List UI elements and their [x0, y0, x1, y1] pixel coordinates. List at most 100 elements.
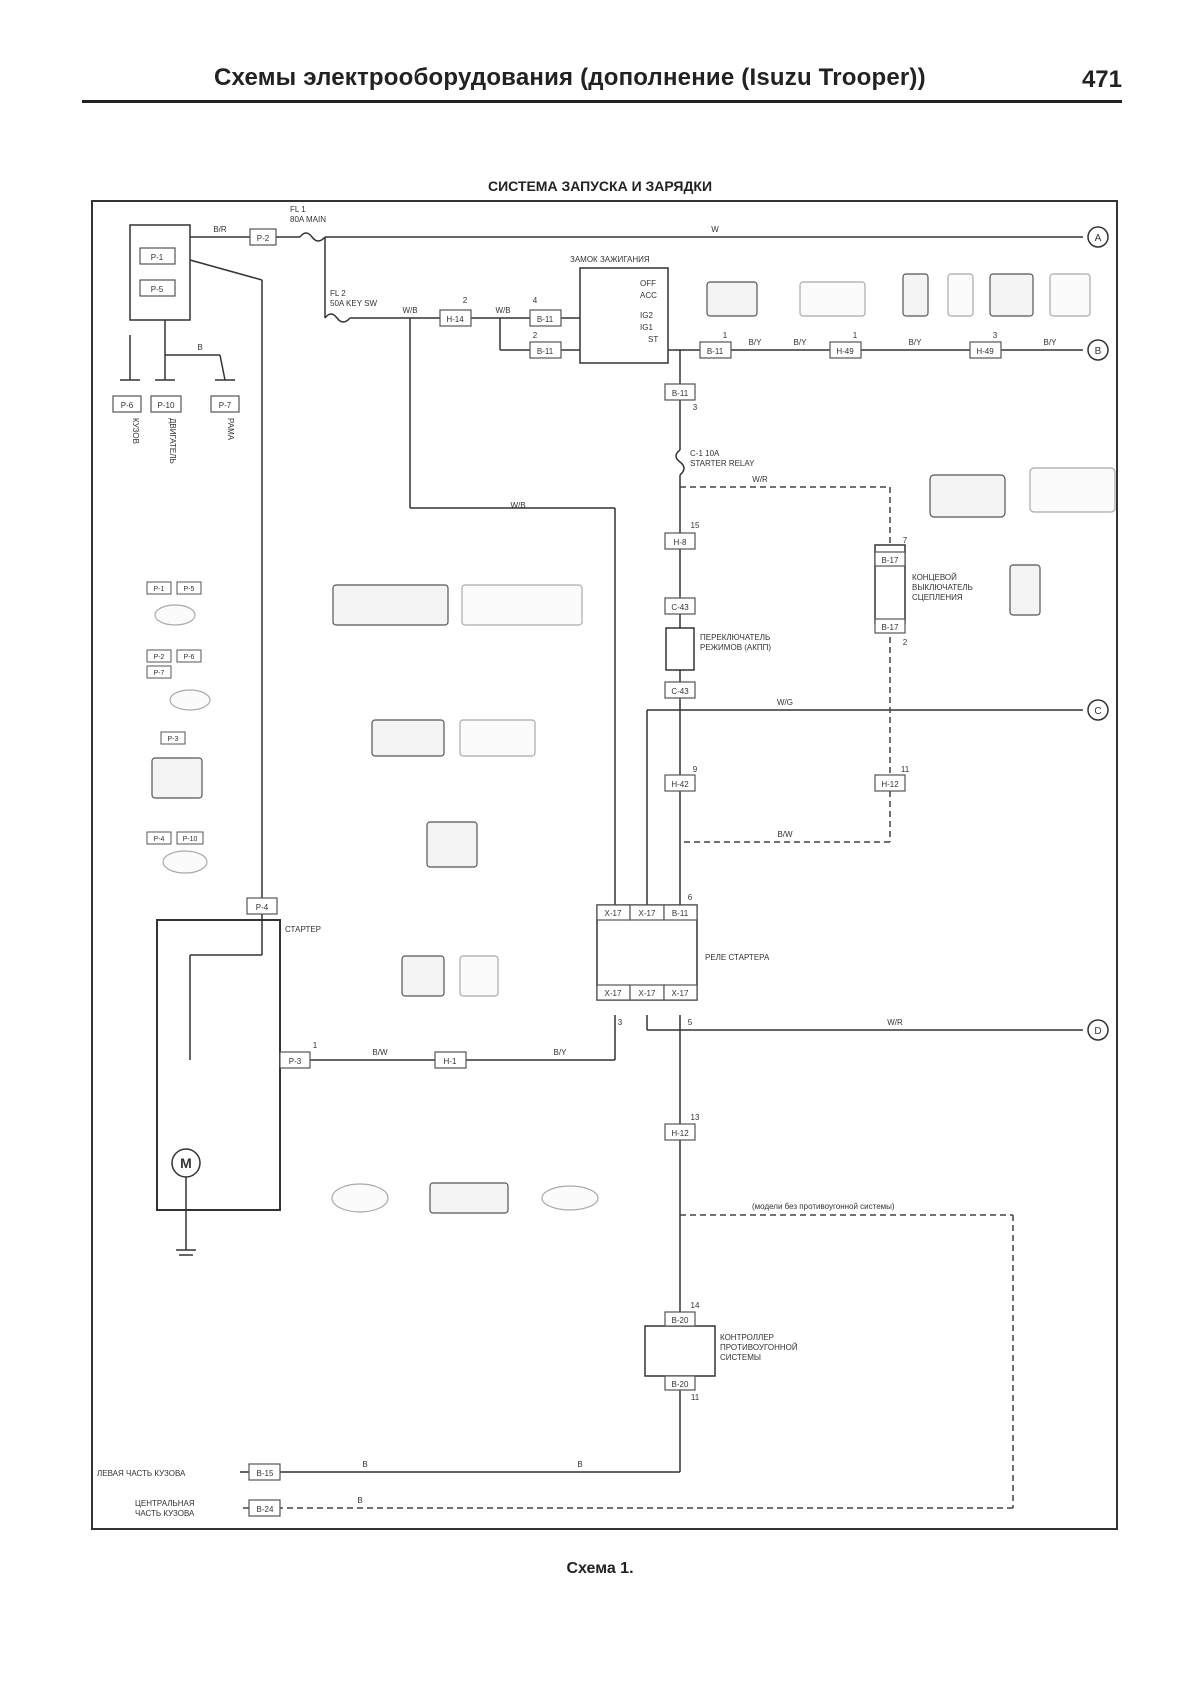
pin-num: 13	[691, 1113, 700, 1122]
pin-num: 6	[688, 893, 693, 902]
clutch-label-1: КОНЦЕВОЙ	[912, 573, 957, 582]
wire-wr-2: W/R	[887, 1018, 903, 1027]
mode-switch-label-2: РЕЖИМОВ (АКПП)	[700, 643, 771, 652]
conn-b17-a: B-17	[882, 556, 899, 565]
wire-wb-1: W/B	[402, 306, 417, 315]
pin-num: 11	[901, 765, 910, 774]
conn-b11-c: B-11	[707, 347, 724, 356]
conn-b15: B-15	[257, 1469, 274, 1478]
clutch-label-2: ВЫКЛЮЧАТЕЛЬ	[912, 583, 973, 592]
wire-by-4: B/Y	[1044, 338, 1058, 347]
pictogram-b11-small	[426, 821, 478, 868]
pin-num: 3	[618, 1018, 623, 1027]
pin-num: 1	[853, 331, 858, 340]
conn-x17-b: X-17	[639, 909, 656, 918]
fl2-label-1: FL 2	[330, 289, 346, 298]
no-immobilizer-label: (модели без противоугонной системы)	[752, 1202, 895, 1211]
terminal-b-label: B	[1095, 346, 1102, 357]
legend-p10: P-10	[183, 836, 198, 843]
conn-h49-b: H-49	[976, 347, 994, 356]
mode-switch	[665, 627, 695, 671]
pin-num: 2	[533, 331, 538, 340]
c1-label-1: C-1 10A	[690, 449, 720, 458]
terminal-d	[1087, 1019, 1109, 1041]
pin-num: 5	[688, 1018, 693, 1027]
conn-p1: P-1	[151, 253, 164, 262]
conn-p3: P-3	[289, 1057, 302, 1066]
legend-p2: P-2	[154, 654, 165, 661]
battery-block	[129, 224, 191, 321]
conn-b24: B-24	[257, 1505, 274, 1514]
motor-label: M	[180, 1155, 192, 1171]
pin-num: 14	[691, 1301, 700, 1310]
pin-num: 9	[693, 765, 698, 774]
figure-caption: Схема 1.	[566, 1560, 634, 1577]
pin-num: 1	[723, 331, 728, 340]
ground-engine-label: ДВИГАТЕЛЬ	[168, 418, 177, 464]
conn-p2: P-2	[257, 234, 270, 243]
immobilizer-label-1: КОНТРОЛЛЕР	[720, 1333, 774, 1342]
pin-num: 11	[691, 1393, 700, 1402]
sw-st: ST	[648, 335, 658, 344]
conn-h12-b: H-12	[671, 1129, 689, 1138]
sw-ig1: IG1	[640, 323, 653, 332]
pictogram-b39	[541, 1185, 599, 1211]
legend-p4: P-4	[154, 836, 165, 843]
conn-b11-a: B-11	[537, 315, 554, 324]
center-body-label-2: ЧАСТЬ КУЗОВА	[135, 1509, 195, 1518]
legend-p5: P-5	[184, 586, 195, 593]
wire-bw-1: B/W	[777, 830, 793, 839]
pin-num: 15	[691, 521, 700, 530]
wire-by-3: B/Y	[909, 338, 923, 347]
legend-p7: P-7	[154, 670, 165, 677]
conn-h42: H-42	[671, 780, 689, 789]
legend-p1: P-1	[154, 586, 165, 593]
immobilizer-label-2: ПРОТИВОУГОННОЙ	[720, 1343, 798, 1352]
wire-wg: W/G	[777, 698, 793, 707]
pictogram-b20	[429, 1182, 509, 1214]
starter-block	[156, 919, 281, 1211]
pin-num: 3	[693, 403, 698, 412]
pin-num: 2	[903, 638, 908, 647]
c1-label-2: STARTER RELAY	[690, 459, 755, 468]
relay-label: РЕЛЕ СТАРТЕРА	[705, 953, 770, 962]
ignition-label: ЗАМОК ЗАЖИГАНИЯ	[570, 255, 650, 264]
conn-p7: P-7	[219, 401, 232, 410]
terminal-d-label: D	[1094, 1026, 1101, 1037]
terminal-b	[1087, 339, 1109, 361]
pin-num: 7	[903, 536, 908, 545]
terminal-c	[1087, 699, 1109, 721]
pictogram-b11	[706, 281, 758, 317]
conn-c43-b: C-43	[671, 687, 689, 696]
pictogram-h14	[902, 273, 929, 317]
mode-switch-label-1: ПЕРЕКЛЮЧАТЕЛЬ	[700, 633, 770, 642]
wire-wb-2: W/B	[495, 306, 510, 315]
wire-wr-1: W/R	[752, 475, 768, 484]
conn-h14: H-14	[446, 315, 464, 324]
conn-b11-b: B-11	[537, 347, 554, 356]
pin-num: 1	[313, 1041, 318, 1050]
immobilizer-controller	[644, 1325, 716, 1377]
wire-by-1: B/Y	[749, 338, 763, 347]
left-body-label: ЛЕВАЯ ЧАСТЬ КУЗОВА	[97, 1469, 186, 1478]
center-body-label-1: ЦЕНТРАЛЬНАЯ	[135, 1499, 195, 1508]
conn-b11-d: B-11	[672, 389, 689, 398]
wire-b-4: B	[197, 343, 202, 352]
pictogram-p3	[151, 757, 203, 799]
conn-x17-a: X-17	[605, 909, 622, 918]
conn-h49-a: H-49	[836, 347, 854, 356]
conn-x17-d: X-17	[639, 989, 656, 998]
conn-p5: P-5	[151, 285, 164, 294]
fl1-label-1: FL 1	[290, 205, 306, 214]
wire-b-3: B	[357, 1496, 362, 1505]
wire-b-1: B	[362, 1460, 367, 1469]
pictogram-h12	[371, 719, 445, 757]
pictogram-h1	[401, 955, 445, 997]
page-title: Схемы электрооборудования (дополнение (I…	[214, 64, 926, 91]
pin-num: 2	[463, 296, 468, 305]
conn-h12-a: H-12	[881, 780, 899, 789]
conn-b17-b: B-17	[882, 623, 899, 632]
pictogram-b17	[1009, 564, 1041, 616]
conn-b11-e: B-11	[672, 909, 689, 918]
